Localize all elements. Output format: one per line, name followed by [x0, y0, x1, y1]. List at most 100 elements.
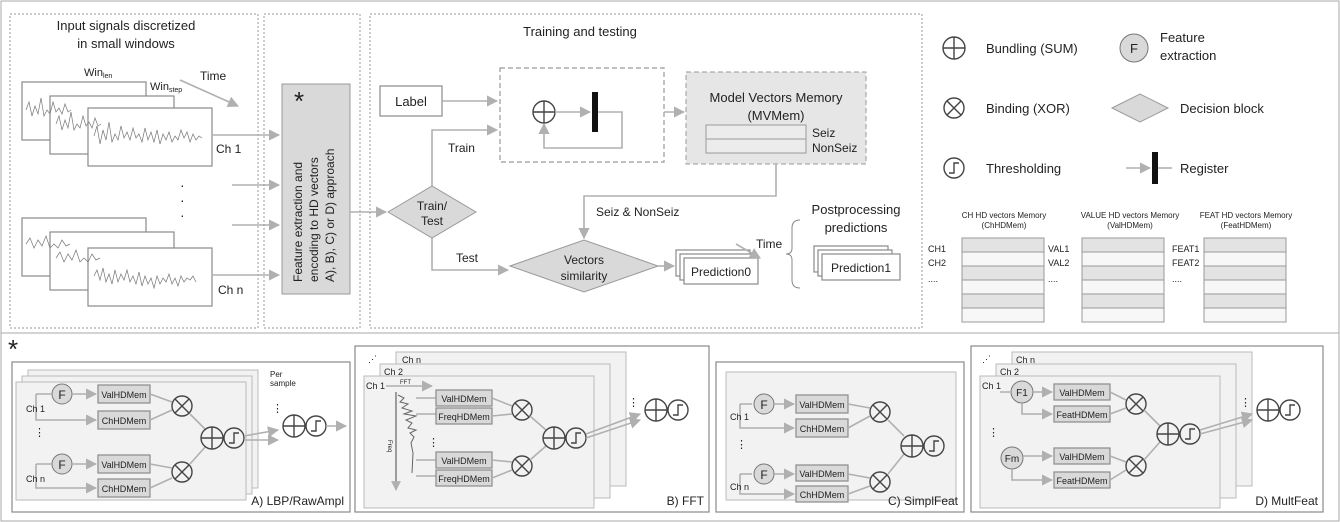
bundling-icon [900, 434, 924, 458]
ch1-label: Ch 1 [216, 142, 242, 156]
post-line1: Postprocessing [812, 202, 901, 217]
mvmem-title-line2: (MVMem) [747, 108, 804, 123]
dots: ⋰ [982, 354, 991, 364]
fft-spectrum [397, 394, 418, 474]
mem-row-label: CH1 [928, 244, 946, 254]
legend-feature-line1: Feature [1160, 30, 1205, 45]
valhdmem-label: ValHDMem [441, 456, 486, 466]
memory-row [1203, 293, 1287, 309]
ch2-label: Ch 2 [1000, 367, 1019, 377]
f-label: F [58, 388, 65, 402]
mem-row-label: FEAT2 [1172, 258, 1199, 268]
arrow [189, 445, 207, 465]
time-label-2: Time [756, 237, 783, 251]
legend-bundling: Bundling (SUM) [986, 41, 1078, 56]
mem-row-label: FEAT1 [1172, 244, 1199, 254]
arrow [1199, 411, 1254, 431]
feedback-arrow [538, 111, 623, 149]
ch1-label: Ch 1 [730, 412, 749, 422]
prediction0-box [683, 257, 759, 285]
model-arrow [578, 164, 777, 240]
arrow [847, 485, 871, 495]
training-title: Training and testing [523, 24, 637, 39]
bundling-icon [644, 398, 668, 422]
arrow [1199, 417, 1254, 435]
dots: ⋮ [34, 427, 45, 439]
arrow [739, 403, 794, 428]
freq-label: Freq [386, 440, 392, 452]
freqhdmem-label: FreqHDMem [438, 474, 490, 484]
time-arrow [735, 243, 761, 259]
mem-val-title2: (ValHDMem) [1107, 221, 1153, 230]
mem-feat-title1: FEAT HD vectors Memory [1200, 211, 1293, 220]
arrow [847, 415, 871, 429]
label-box [379, 85, 443, 117]
dots: ⋮ [628, 397, 639, 409]
arrow [491, 459, 513, 463]
prediction0-label: Prediction0 [691, 265, 751, 279]
memory-row [961, 265, 1045, 281]
mvmem-title-line1: Model Vectors Memory [710, 90, 843, 105]
memory-row [1203, 251, 1287, 267]
signal-wave [93, 267, 197, 290]
memory-row [1081, 307, 1165, 323]
learning-block [499, 67, 665, 163]
feature-text-line3: A), B), C) or D) approach [323, 149, 337, 282]
arrow [149, 463, 173, 469]
chn-label: Ch n [730, 482, 749, 492]
arrow [739, 473, 794, 494]
memory-row [1203, 307, 1287, 323]
dots: ⋮ [988, 427, 999, 439]
thresholding-icon [943, 157, 965, 179]
ch1-label: Ch 1 [366, 381, 385, 391]
prediction1-label: Prediction1 [831, 261, 891, 275]
chhdmem-label: ChHDMem [102, 416, 147, 426]
legend-decision: Decision block [1180, 101, 1264, 116]
ch1-label: Ch 1 [26, 404, 45, 414]
binding-icon [943, 97, 965, 119]
mvmem-row-seiz [705, 124, 807, 140]
memory-row [1081, 279, 1165, 295]
feature-extraction-block [281, 83, 351, 295]
bundling-icon [532, 100, 556, 124]
feathdmem-label: FeatHDMem [1056, 410, 1107, 420]
legend-thresholding: Thresholding [986, 161, 1061, 176]
time-label: Time [200, 69, 227, 83]
similarity-line2: similarity [561, 269, 608, 283]
arrow [887, 419, 905, 437]
arrow [149, 393, 173, 403]
freqhdmem-label: FreqHDMem [438, 412, 490, 422]
valhdmem-box [795, 464, 849, 482]
legend-feature-line2: extraction [1160, 48, 1216, 63]
arrow [847, 473, 871, 479]
legend-register: Register [1180, 161, 1229, 176]
chhdmem-label: ChHDMem [800, 424, 845, 434]
asterisk-mark: * [294, 86, 304, 116]
signal-wave [25, 234, 71, 249]
panel-d-caption: D) MultFeat [1255, 494, 1318, 508]
memory-row [1081, 293, 1165, 309]
train-label: Train [448, 141, 475, 155]
chn-label: Ch n [26, 474, 45, 484]
bundling-icon [1156, 422, 1180, 446]
bundling-icon [1256, 398, 1280, 422]
arrow [491, 397, 513, 407]
memory-tables [961, 237, 1287, 323]
panel-a-lbp-rawampl: F ValHDMem ChHDMem Ch 1 ⋮ F ValHDMem ChH… [11, 361, 351, 513]
mem-val-title1: VALUE HD vectors Memory [1081, 211, 1180, 220]
decision-line1: Train/ [417, 199, 448, 213]
feature-icon [1119, 33, 1149, 63]
arrow [1143, 441, 1161, 461]
input-signals-panel: Input signals discretized in small windo… [9, 13, 281, 329]
vertical-dots: · [180, 177, 185, 193]
input-title-line2: in small windows [77, 36, 175, 51]
arrow [529, 415, 547, 431]
chn-label: Ch n [1016, 355, 1035, 365]
arrow [585, 412, 642, 435]
arrow [1109, 407, 1127, 415]
bundling-icon [942, 36, 966, 60]
brace [785, 219, 801, 289]
arrow [149, 409, 173, 421]
